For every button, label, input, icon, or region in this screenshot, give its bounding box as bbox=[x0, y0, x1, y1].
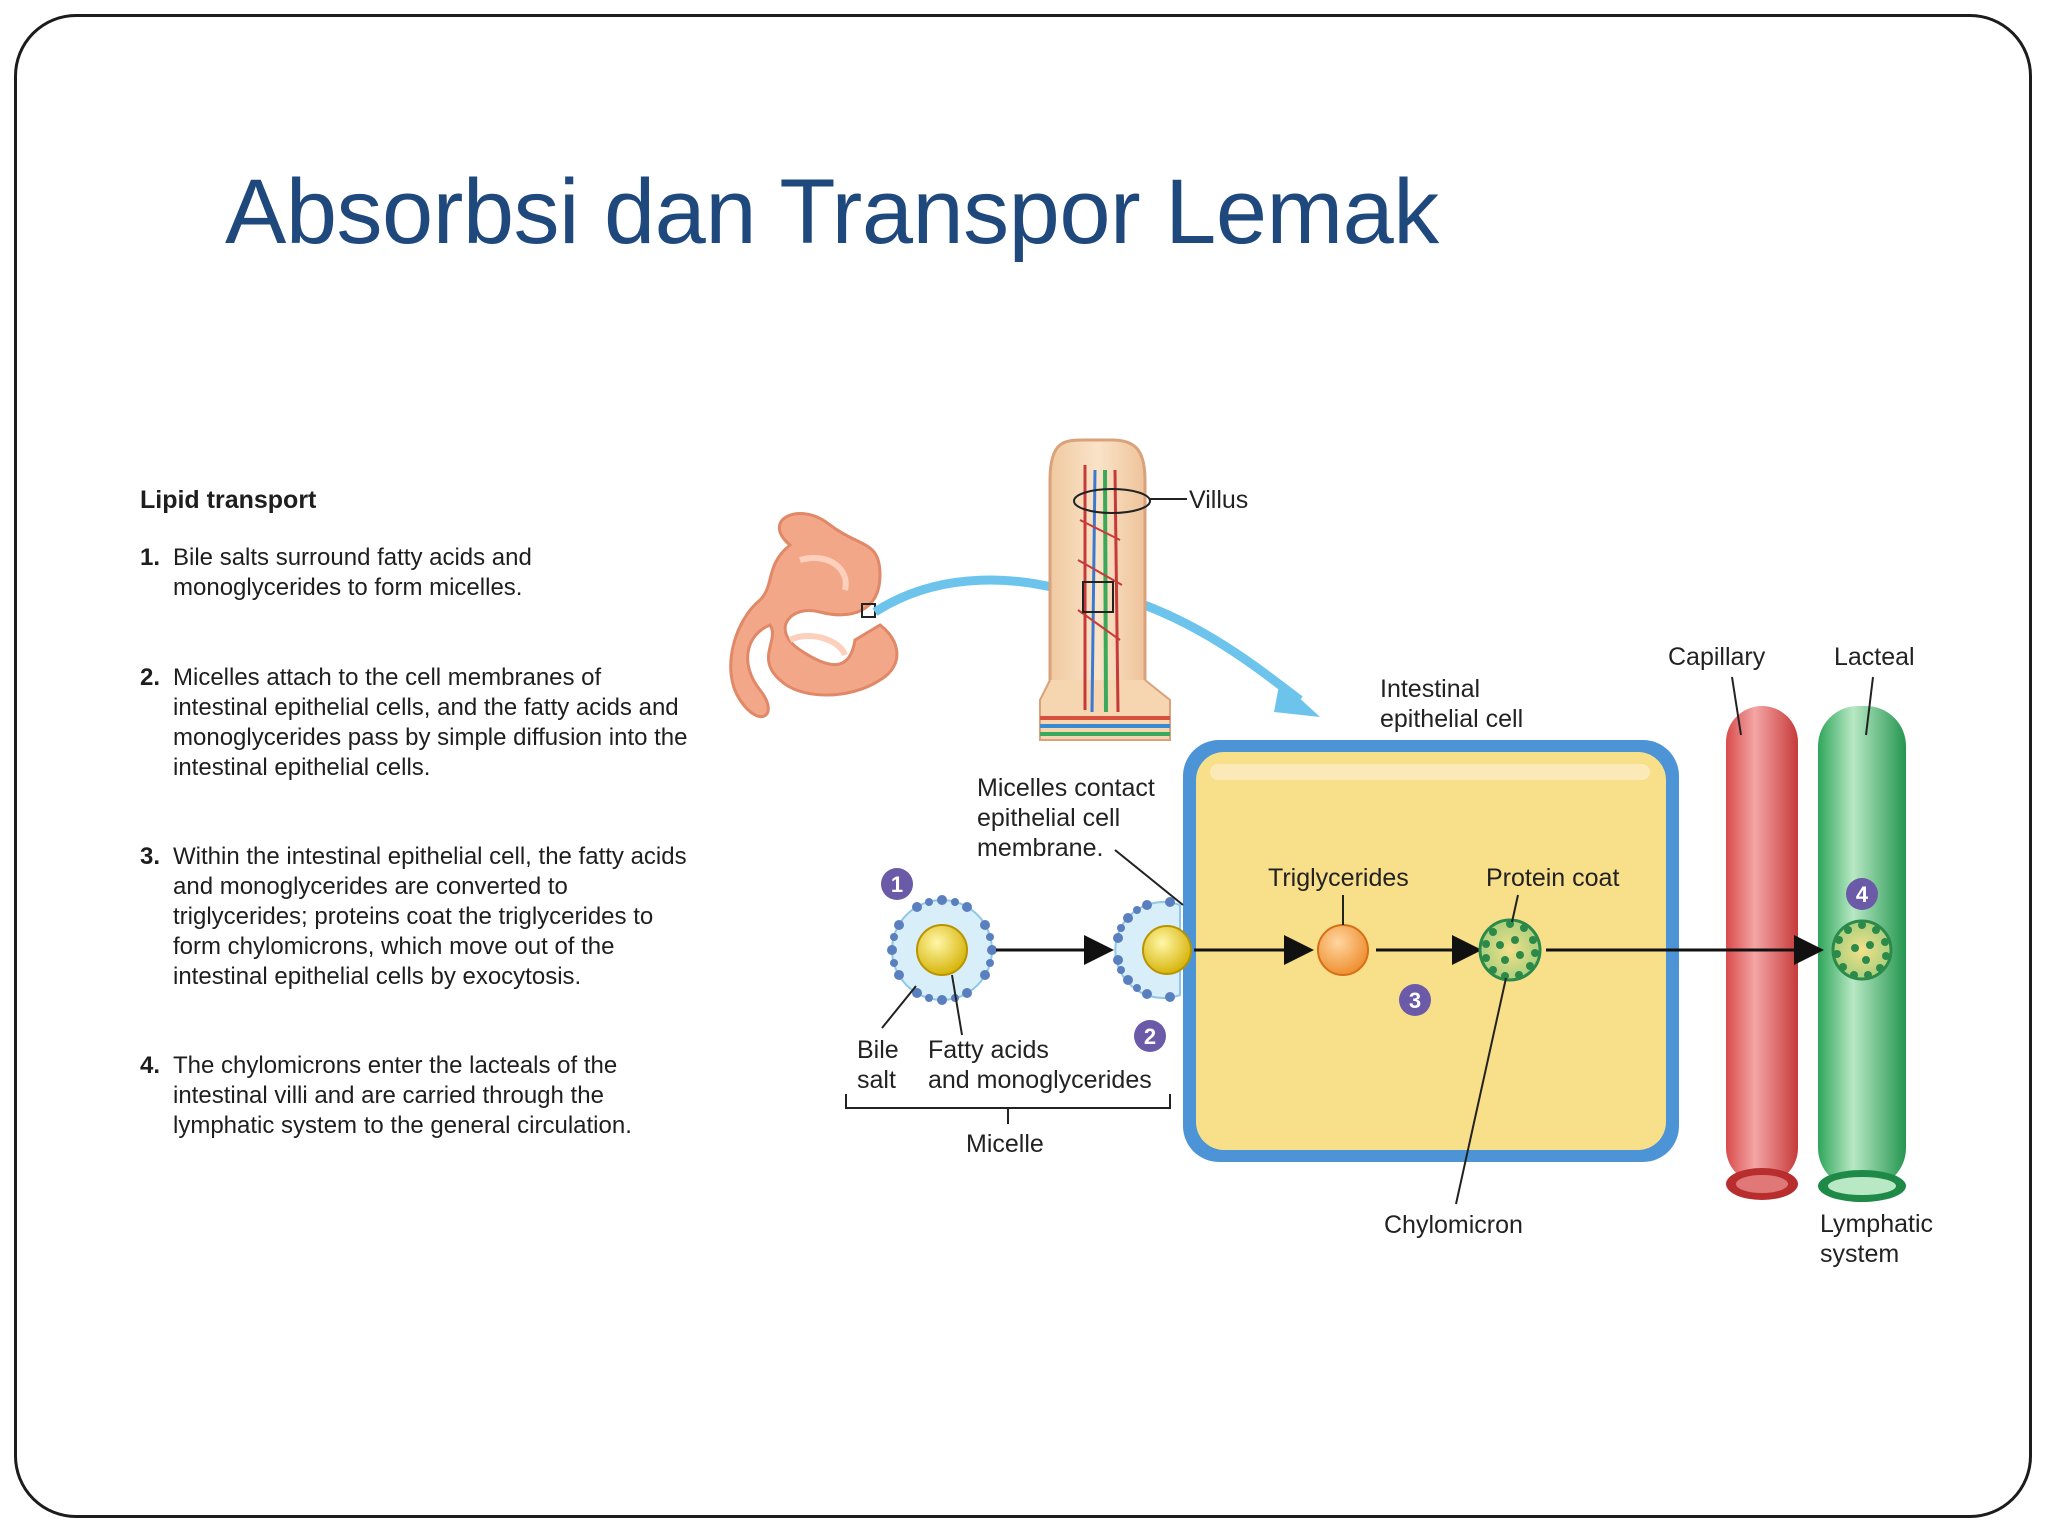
villus-illustration bbox=[1039, 438, 1187, 741]
micelle-contact bbox=[1113, 897, 1192, 1002]
slide-frame bbox=[14, 14, 2032, 1518]
triglyceride-droplet bbox=[1317, 924, 1369, 976]
step-badge-4: 4 bbox=[1846, 878, 1878, 910]
step-badge-3: 3 bbox=[1399, 984, 1431, 1016]
svg-text:2: 2 bbox=[1144, 1024, 1156, 1049]
chylomicron-in-lacteal bbox=[1831, 919, 1893, 981]
chylomicron-label: Chylomicron bbox=[1384, 1211, 1523, 1239]
micelle-label: Micelle bbox=[966, 1130, 1044, 1158]
capillary-label: Capillary bbox=[1668, 643, 1766, 671]
triglycerides-label: Triglycerides bbox=[1268, 864, 1409, 892]
svg-text:3: 3 bbox=[1409, 988, 1421, 1013]
lacteal-label: Lacteal bbox=[1834, 643, 1915, 671]
bile-salt-label-line2: salt bbox=[857, 1066, 896, 1094]
step-4: 4. The chylomicrons enter the lacteals o… bbox=[140, 1051, 700, 1141]
chylomicron-in-cell bbox=[1478, 918, 1542, 982]
step-number: 2. bbox=[140, 664, 161, 691]
step-text: Bile salts surround fatty acids and mono… bbox=[173, 544, 532, 601]
protein-coat-label: Protein coat bbox=[1486, 864, 1619, 892]
lymphatic-label-line2: system bbox=[1820, 1240, 1899, 1268]
step-number: 1. bbox=[140, 544, 161, 571]
slide-title: Absorbsi dan Transpor Lemak bbox=[225, 161, 1439, 263]
step-text: Within the intestinal epithelial cell, t… bbox=[173, 843, 687, 990]
fatty-acids-label-line1: Fatty acids bbox=[928, 1036, 1049, 1064]
bile-salt-label-line1: Bile bbox=[857, 1036, 899, 1064]
intestinal-cell-label-line1: Intestinal bbox=[1380, 675, 1480, 703]
micelles-contact-label-line3: membrane. bbox=[977, 834, 1103, 862]
steps-heading: Lipid transport bbox=[140, 486, 317, 514]
micelles-contact-label-line1: Micelles contact bbox=[977, 774, 1155, 802]
svg-text:4: 4 bbox=[1856, 882, 1869, 907]
intestinal-cell-label-line2: epithelial cell bbox=[1380, 705, 1523, 733]
step-text: The chylomicrons enter the lacteals of t… bbox=[173, 1052, 632, 1139]
step-text: Micelles attach to the cell membranes of… bbox=[173, 664, 688, 781]
svg-text:1: 1 bbox=[891, 872, 903, 897]
step-number: 3. bbox=[140, 843, 161, 870]
fatty-acids-label-line2: and monoglycerides bbox=[928, 1066, 1152, 1094]
lipid-transport-steps: Lipid transport 1. Bile salts surround f… bbox=[140, 486, 700, 1141]
small-intestine-illustration bbox=[729, 512, 899, 719]
micelle-free bbox=[887, 895, 997, 1005]
step-badge-1: 1 bbox=[881, 868, 913, 900]
micelles-contact-label-line2: epithelial cell bbox=[977, 804, 1120, 832]
step-2: 2. Micelles attach to the cell membranes… bbox=[140, 663, 700, 783]
step-badge-2: 2 bbox=[1134, 1020, 1166, 1052]
step-1: 1. Bile salts surround fatty acids and m… bbox=[140, 543, 700, 603]
lymphatic-label-line1: Lymphatic bbox=[1820, 1210, 1933, 1238]
villus-label: Villus bbox=[1189, 486, 1248, 514]
step-number: 4. bbox=[140, 1052, 161, 1079]
capillary-vessel bbox=[1726, 676, 1798, 1200]
step-3: 3. Within the intestinal epithelial cell… bbox=[140, 842, 700, 992]
